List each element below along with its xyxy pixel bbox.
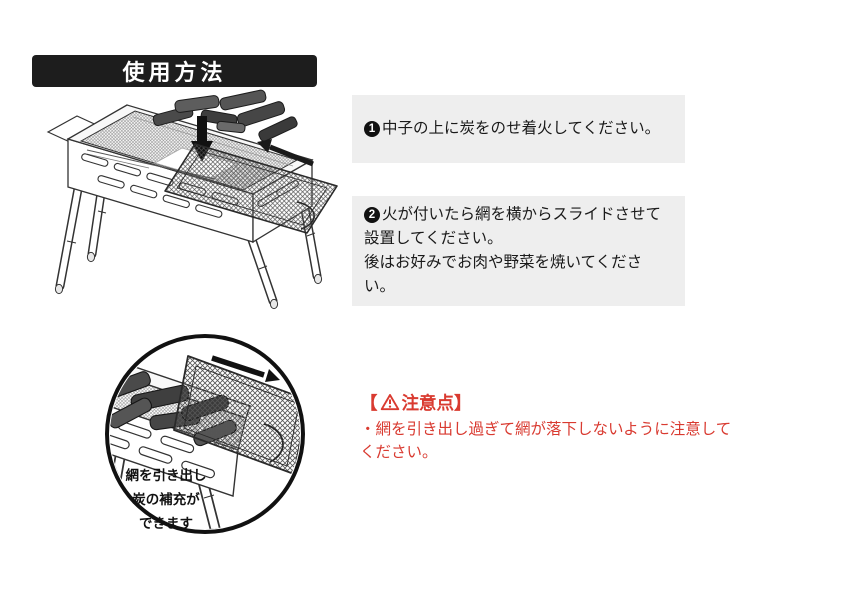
main-illustration bbox=[45, 86, 345, 315]
net-pullout-closeup-drawing bbox=[105, 334, 305, 534]
slide-in-arrow-icon bbox=[257, 139, 314, 167]
bbq-grill-drawing bbox=[46, 89, 338, 310]
caution-bracket-open: 【 bbox=[360, 393, 378, 413]
caution-title-text: 注意点】 bbox=[401, 393, 472, 413]
header-bar: 使用方法 bbox=[32, 55, 317, 87]
warning-triangle-icon bbox=[380, 393, 399, 410]
step-2-text: 火が付いたら網を横からスライドさせて 設置してください。 後はお好みでお肉や野菜… bbox=[364, 205, 662, 296]
step-1-number-badge: 1 bbox=[364, 120, 380, 137]
detail-callout-label: 網を引き出し 炭の補充が できます bbox=[125, 468, 207, 532]
step-2-number-badge: 2 bbox=[364, 206, 380, 223]
slide-net bbox=[164, 143, 338, 234]
page-title: 使用方法 bbox=[122, 60, 227, 85]
caution-section: 【 注意点】 ・網を引き出し過ぎて網が落下しないように注意して ください。 bbox=[360, 390, 780, 465]
detail-callout-circle: 網を引き出し 炭の補充が できます bbox=[100, 328, 310, 540]
charcoal-pile bbox=[152, 89, 298, 142]
caution-title: 【 注意点】 bbox=[360, 390, 780, 415]
caution-body: ・網を引き出し過ぎて網が落下しないように注意して ください。 bbox=[360, 421, 732, 462]
vent-slots bbox=[110, 421, 216, 479]
step-1-text: 中子の上に炭をのせ着火してください。 bbox=[382, 119, 661, 137]
callout-circle-border bbox=[105, 334, 305, 534]
pull-out-arrow-icon bbox=[211, 355, 280, 382]
